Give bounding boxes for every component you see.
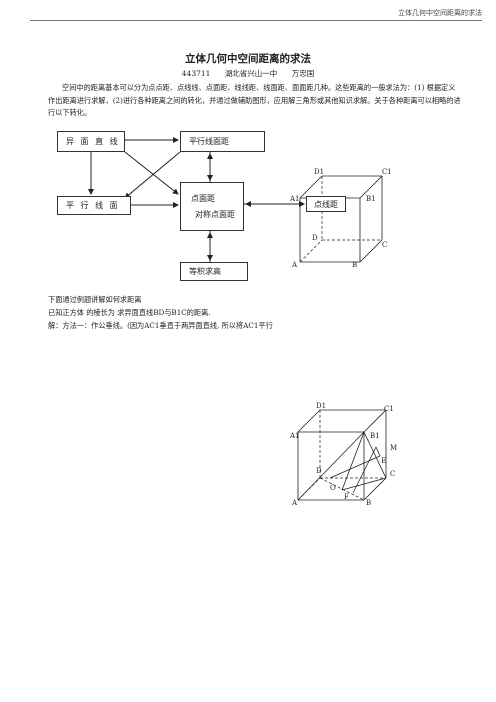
cube2-figure	[297, 409, 387, 501]
cube1-label-d1: D1	[314, 168, 325, 176]
intro-paragraph: 空间中的距离基本可以分为点点距、点线线、点面距、线线距、线面距、面面距几种。这些…	[48, 83, 461, 117]
cube1-label-a: A	[292, 261, 298, 269]
symmetric-point-plane-label: 对称点面距	[195, 210, 235, 219]
cube2-label-a1: A1	[290, 432, 300, 440]
cube1-label-b1: B1	[366, 195, 376, 203]
body-line-2: 已知正方体 的棱长为 求异面直线BD与B1C的距离.	[48, 308, 211, 317]
cube2-label-b: B	[366, 499, 372, 507]
cube1-label-c: C	[382, 241, 388, 249]
cube2-label-m: M	[390, 444, 398, 452]
cube2-label-e: E	[381, 457, 387, 465]
cube1-figure	[299, 175, 383, 263]
cube2-label-c: C	[390, 470, 396, 478]
box-parallel-line-plane-distance: 平行线面距	[180, 131, 265, 152]
author-name: 万忠国	[291, 69, 315, 78]
body-line-3: 解：方法一：作公垂线。(因为AC1垂直于两异面直线, 所以将AC1平行	[48, 321, 273, 330]
cube2-label-f: F	[344, 493, 349, 501]
cube2-label-c1: C1	[384, 405, 394, 413]
cube1-label-a1: A1	[290, 195, 300, 203]
cube1-label-b: B	[352, 261, 358, 269]
cube1-label-d: D	[312, 234, 318, 242]
author-school: 湖北省兴山一中	[224, 69, 278, 78]
box-equal-volume: 等积求高	[180, 262, 248, 281]
page-title: 立体几何中空间距离的求法	[185, 53, 311, 65]
cube2-label-d: D	[316, 467, 322, 475]
header-rule	[30, 20, 482, 21]
cube2-label-d1: D1	[316, 402, 327, 410]
cube2-label-b1: B1	[370, 432, 380, 440]
cube2-label-a: A	[292, 499, 298, 507]
cube2-label-o: O	[330, 484, 336, 492]
running-header: 立体几何中空间距离的求法	[398, 9, 482, 17]
author-line: 443711 湖北省兴山一中 万忠国	[0, 68, 496, 79]
box-point-line: 点线距	[306, 196, 346, 212]
point-plane-label: 点面距	[191, 194, 215, 203]
box-parallel-line-plane: 平 行 线 面	[57, 196, 131, 215]
box-skew-lines: 异 面 直 线	[57, 131, 125, 152]
box-point-plane: 点面距 对称点面距	[180, 182, 244, 231]
author-code: 443711	[181, 69, 211, 78]
cube1-label-c1: C1	[382, 168, 392, 176]
body-line-1: 下面通过例题讲解如何求距离	[48, 295, 142, 304]
